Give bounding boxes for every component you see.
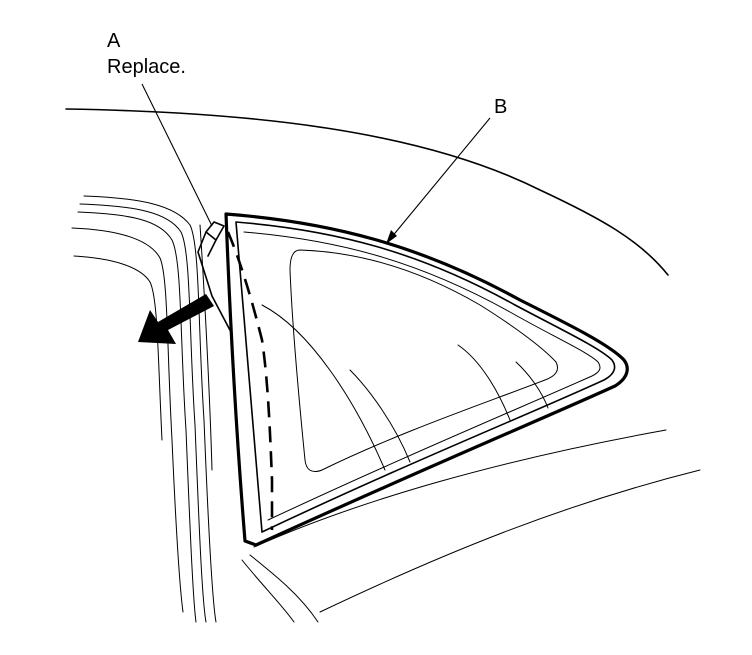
leader-b-arrowhead: [386, 230, 397, 244]
leader-a: [141, 83, 213, 227]
hidden-edge-dashed: [226, 231, 274, 530]
glass-panel: [289, 249, 559, 473]
glass-edge: [243, 231, 601, 521]
callout-b-letter: B: [494, 96, 508, 118]
callout-a-note: Replace.: [107, 56, 186, 78]
outer-molding: [224, 212, 629, 547]
arrow-down-left-icon: [138, 294, 214, 344]
door-frame-lines: [71, 195, 217, 623]
leader-b: [385, 117, 491, 245]
inner-molding: [235, 221, 616, 533]
body-panel-lines: [199, 224, 701, 623]
glass-reflections: [261, 304, 549, 471]
roof-line: [65, 108, 669, 276]
callout-a-letter: A: [107, 30, 121, 52]
